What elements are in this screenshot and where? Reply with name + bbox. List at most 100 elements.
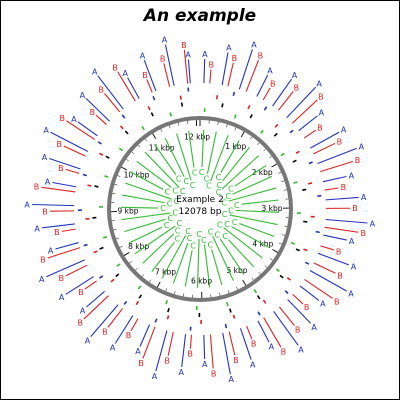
feature-label-a: A bbox=[319, 109, 325, 118]
minor-tick bbox=[174, 291, 176, 295]
tick-label: 11 kbp bbox=[149, 144, 175, 153]
major-tick bbox=[240, 131, 245, 138]
feature-line-a bbox=[272, 78, 293, 107]
feature-label-a: A bbox=[135, 347, 141, 356]
feature-label-c: C bbox=[221, 198, 227, 207]
feature-label-c: C bbox=[222, 232, 228, 241]
feature-line-c bbox=[231, 226, 270, 249]
feature-line-a bbox=[273, 310, 299, 346]
feature-label-a: A bbox=[202, 50, 208, 59]
minor-tick bbox=[278, 242, 282, 245]
feature-label-a: A bbox=[311, 323, 317, 332]
feature-label-b: B bbox=[142, 71, 148, 80]
feature-label-c: C bbox=[167, 200, 173, 209]
track-feature-bar bbox=[147, 105, 151, 111]
feature-label-b: B bbox=[341, 183, 347, 192]
feature-line-b bbox=[63, 145, 86, 157]
minor-tick bbox=[177, 122, 180, 126]
feature-line-b bbox=[142, 326, 156, 359]
feature-line-c bbox=[228, 187, 277, 202]
feature-label-c: C bbox=[228, 185, 234, 194]
feature-line-b bbox=[209, 334, 214, 369]
feature-line-c bbox=[176, 133, 192, 181]
feature-label-a: A bbox=[320, 300, 326, 309]
track-feature-bar bbox=[98, 152, 104, 156]
feature-line-a bbox=[317, 252, 350, 266]
feature-line-a bbox=[155, 330, 168, 372]
feature-line-b bbox=[103, 93, 121, 113]
track-feature-bar bbox=[232, 91, 236, 97]
feature-line-c bbox=[125, 182, 172, 200]
feature-label-a: A bbox=[202, 360, 208, 369]
minor-tick bbox=[114, 184, 118, 186]
minor-tick bbox=[270, 258, 273, 261]
feature-label-a: A bbox=[85, 336, 91, 345]
feature-label-b: B bbox=[209, 60, 215, 69]
feature-line-b bbox=[65, 264, 88, 277]
feature-label-c: C bbox=[224, 220, 230, 229]
feature-label-a: A bbox=[370, 219, 376, 228]
feature-label-b: B bbox=[78, 288, 84, 297]
major-tick bbox=[121, 166, 127, 171]
feature-line-b bbox=[95, 114, 107, 125]
feature-label-c: C bbox=[185, 227, 191, 236]
feature-label-a: A bbox=[39, 275, 45, 284]
feature-line-c bbox=[210, 134, 229, 182]
feature-line-b bbox=[47, 247, 81, 259]
feature-line-a bbox=[203, 59, 206, 84]
minor-tick bbox=[141, 274, 145, 277]
track-feature-bar bbox=[295, 150, 300, 155]
feature-line-a bbox=[32, 203, 75, 207]
feature-label-b: B bbox=[317, 123, 323, 132]
feature-line-a bbox=[322, 175, 347, 183]
feature-line-b bbox=[189, 334, 192, 349]
feature-label-b: B bbox=[187, 350, 193, 359]
track-feature-bar bbox=[116, 263, 121, 267]
feature-label-b: B bbox=[54, 228, 60, 237]
feature-label-a: A bbox=[185, 50, 191, 59]
track-feature-bar bbox=[104, 175, 109, 178]
feature-label-a: A bbox=[110, 344, 116, 353]
feature-line-a bbox=[286, 86, 317, 119]
feature-line-c bbox=[206, 131, 217, 174]
feature-label-a: A bbox=[122, 69, 128, 78]
feature-label-b: B bbox=[78, 319, 84, 328]
feature-line-b bbox=[130, 318, 139, 332]
feature-line-b bbox=[117, 71, 136, 102]
feature-tracks bbox=[77, 87, 322, 331]
minor-tick bbox=[137, 144, 141, 148]
feature-line-a bbox=[127, 77, 140, 99]
major-tick bbox=[123, 252, 130, 256]
feature-line-c bbox=[234, 165, 267, 187]
feature-label-c: C bbox=[184, 177, 190, 186]
feature-label-b: B bbox=[90, 108, 96, 117]
feature-label-c: C bbox=[208, 228, 214, 237]
feature-label-a: A bbox=[162, 36, 168, 45]
feature-line-b bbox=[313, 142, 336, 155]
feature-label-a: A bbox=[59, 293, 65, 302]
minor-tick bbox=[135, 267, 138, 271]
minor-tick bbox=[282, 234, 286, 236]
feature-label-b: B bbox=[102, 327, 108, 336]
track-feature-bar bbox=[141, 125, 145, 131]
feature-line-c bbox=[188, 130, 195, 168]
track-feature-bar bbox=[152, 96, 156, 101]
minor-tick bbox=[227, 290, 230, 294]
feature-line-a bbox=[299, 285, 320, 301]
minor-tick bbox=[258, 271, 261, 275]
feature-line-b bbox=[263, 317, 282, 348]
feature-line-c bbox=[124, 218, 166, 233]
track-feature-bar bbox=[221, 103, 224, 108]
minor-tick bbox=[226, 124, 228, 128]
feature-line-a bbox=[65, 276, 94, 295]
feature-line-c bbox=[223, 227, 263, 259]
feature-line-c bbox=[229, 214, 278, 226]
minor-tick bbox=[119, 245, 123, 248]
track-feature-bar bbox=[179, 95, 182, 100]
minor-tick bbox=[113, 229, 117, 231]
track-feature-bar bbox=[273, 132, 278, 137]
feature-label-c: C bbox=[207, 241, 213, 250]
feature-line-a bbox=[114, 315, 134, 344]
minor-tick bbox=[264, 265, 268, 268]
